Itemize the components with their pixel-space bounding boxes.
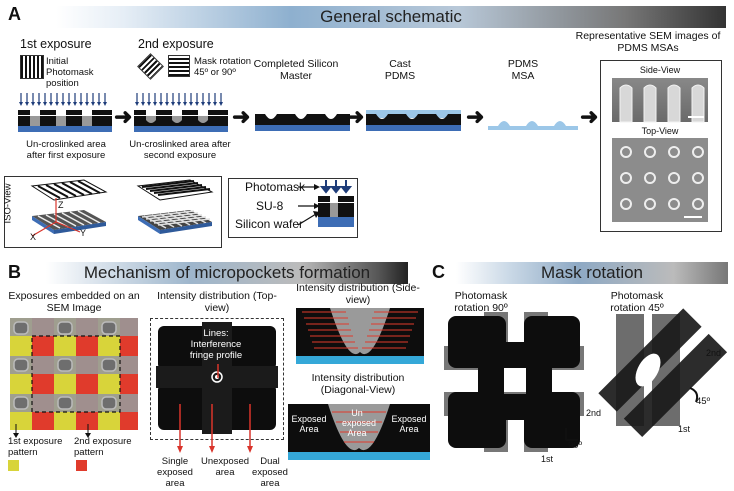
panel-b-banner-title: Mechanism of micropockets formation — [83, 263, 371, 282]
lines-label: Lines: Interference fringe profile — [189, 328, 243, 361]
iso-first-exposure-stack — [30, 179, 108, 237]
uncrosslinked-1-label: Un-croslinked area after first exposure — [26, 139, 106, 161]
axis-y-label: Y — [80, 228, 87, 238]
top-view-label: Top-View — [641, 126, 679, 136]
second-exposure-cross-section — [134, 110, 228, 132]
mask-rotation-label: Mask rotation 45º or 90º — [194, 56, 252, 78]
intensity-side-view-image — [296, 308, 424, 364]
unexposed-area-label: Unexposed area — [200, 456, 250, 478]
rot45-angle-label: 45º — [696, 396, 711, 407]
rotation-45-label: Photomask rotation 45º — [610, 290, 664, 314]
pdms-msa-cross-section — [488, 121, 578, 130]
legend-su8: SU-8 — [256, 199, 284, 213]
first-pattern-label: 1st exposure pattern — [8, 436, 63, 458]
process-arrow-2-icon: ➜ — [232, 104, 251, 129]
process-arrow-1-icon: ➜ — [114, 104, 133, 129]
completed-master-label: Completed Silicon Master — [253, 58, 339, 82]
layer-legend-box — [228, 178, 358, 238]
panel-a-banner-title: General schematic — [320, 7, 462, 26]
panel-letter-b: B — [8, 262, 21, 282]
cast-pdms-cross-section — [366, 110, 461, 131]
initial-photomask-label: Initial Photomask position — [46, 56, 94, 89]
second-exposure-label: 2nd exposure — [138, 37, 214, 51]
second-pattern-label: 2nd exposure pattern — [74, 436, 132, 458]
single-exposed-label: Single exposed area — [157, 456, 193, 489]
sem-top-view-image — [612, 138, 708, 222]
panel-c-banner: Mask rotation — [456, 262, 728, 284]
first-exposure-cross-section — [18, 110, 112, 132]
iso-view-box — [4, 176, 222, 248]
rotation-45-image — [598, 308, 728, 438]
rot90-2nd-label: 2nd — [586, 408, 602, 418]
first-exposure-light-arrows — [19, 93, 107, 106]
initial-photomask-icon — [20, 55, 44, 79]
exposed-area-left-label: Exposed Area — [291, 414, 327, 434]
rotation-90-label: Photomask rotation 90º — [454, 290, 508, 314]
second-exposure-light-arrows — [135, 93, 223, 106]
pattern-pointer-arrows — [13, 424, 91, 438]
first-exposure-label: 1st exposure — [20, 37, 92, 51]
legend-wafer: Silicon wafer — [235, 217, 304, 231]
panel-b-banner: Mechanism of micropockets formation — [46, 262, 408, 284]
panel-c-banner-title: Mask rotation — [540, 263, 644, 282]
exposures-title: Exposures embedded on an SEM Image — [8, 290, 140, 314]
panel-letter-c: C — [432, 262, 445, 282]
process-arrow-5-icon: ➜ — [580, 104, 599, 129]
rotated-photomask-icon — [137, 53, 164, 80]
rotation-90-image — [444, 312, 584, 452]
iso-view-label: ISO-View — [2, 183, 14, 224]
dual-exposed-label: Dual exposed area — [252, 456, 288, 489]
rot45-2nd-label: 2nd — [706, 348, 722, 358]
uncrosslinked-2-label: Un-croslinked area after second exposure — [129, 139, 231, 161]
rot45-1st-label: 1st — [678, 424, 691, 434]
sem-side-view-image — [612, 78, 708, 123]
panel-letter-a: A — [8, 4, 21, 24]
first-pattern-swatch — [8, 460, 19, 471]
process-arrow-4-icon: ➜ — [466, 104, 485, 129]
second-pattern-swatch — [76, 460, 87, 471]
rot90-1st-label: 1st — [541, 454, 554, 464]
exposure-grid-image — [10, 318, 138, 430]
pdms-msa-label: PDMS MSA — [507, 58, 539, 82]
intensity-side-title: Intensity distribution (Side-view) — [296, 282, 420, 306]
silicon-master-cross-section — [255, 114, 350, 131]
intensity-diag-view-image — [288, 404, 430, 460]
axis-x-label: X — [30, 232, 37, 242]
intensity-top-title: Intensity distribution (Top-view) — [157, 290, 277, 314]
unexposed-center-label: Un exposed Area — [342, 408, 377, 438]
intensity-diag-title: Intensity distribution (Diagonal-View) — [311, 372, 405, 396]
horizontal-photomask-icon — [168, 55, 190, 77]
intensity-top-view-image — [156, 322, 278, 434]
legend-pointer-arrows — [297, 184, 320, 226]
legend-photomask: Photomask — [245, 180, 306, 194]
iso-second-exposure-stack — [136, 179, 214, 234]
sem-title: Representative SEM images of PDMS MSAs — [575, 30, 721, 54]
axis-z-label: Z — [58, 200, 64, 210]
panel-a-banner: General schematic — [56, 6, 726, 28]
side-view-label: Side-View — [639, 65, 681, 75]
exposed-area-right-label: Exposed Area — [391, 414, 427, 434]
process-arrow-3-icon: ➜ — [346, 104, 365, 129]
rot90-angle-label: 90º — [568, 440, 583, 451]
intensity-pointer-arrows — [177, 364, 253, 453]
legend-stack-icon — [318, 180, 354, 227]
cast-pdms-label: Cast PDMS — [384, 58, 416, 82]
